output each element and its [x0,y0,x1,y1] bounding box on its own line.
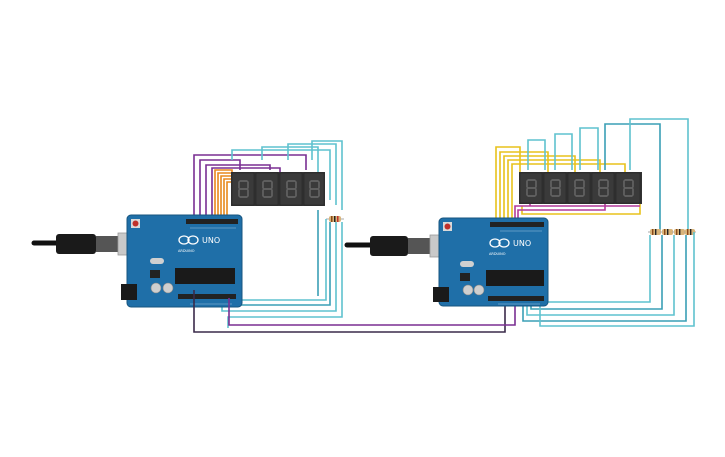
left-usb-cable[interactable] [31,232,141,256]
right-board-brand: ARDUINO [489,252,506,256]
left-board-brand: ARDUINO [178,249,195,253]
right-wire-bundle [495,118,689,230]
right-usb-cable[interactable] [344,234,453,258]
right-assembly: UNO ARDUINO [344,118,696,327]
right-board-model: UNO [513,239,531,248]
left-resistor[interactable] [326,216,344,222]
left-arduino-board[interactable]: UNO ARDUINO [121,214,243,308]
right-seven-segment-display[interactable] [519,172,642,204]
left-link-wires [193,290,516,333]
left-seven-segment-display[interactable] [231,172,325,206]
right-resistors[interactable] [648,229,696,235]
left-arduino-logo: UNO ARDUINO [178,235,220,253]
left-assembly: UNO ARDUINO [31,140,516,333]
right-arduino-board[interactable]: UNO ARDUINO [433,217,549,307]
right-wire-return [522,232,695,327]
right-arduino-logo: UNO ARDUINO [489,238,531,256]
left-board-model: UNO [202,236,220,245]
